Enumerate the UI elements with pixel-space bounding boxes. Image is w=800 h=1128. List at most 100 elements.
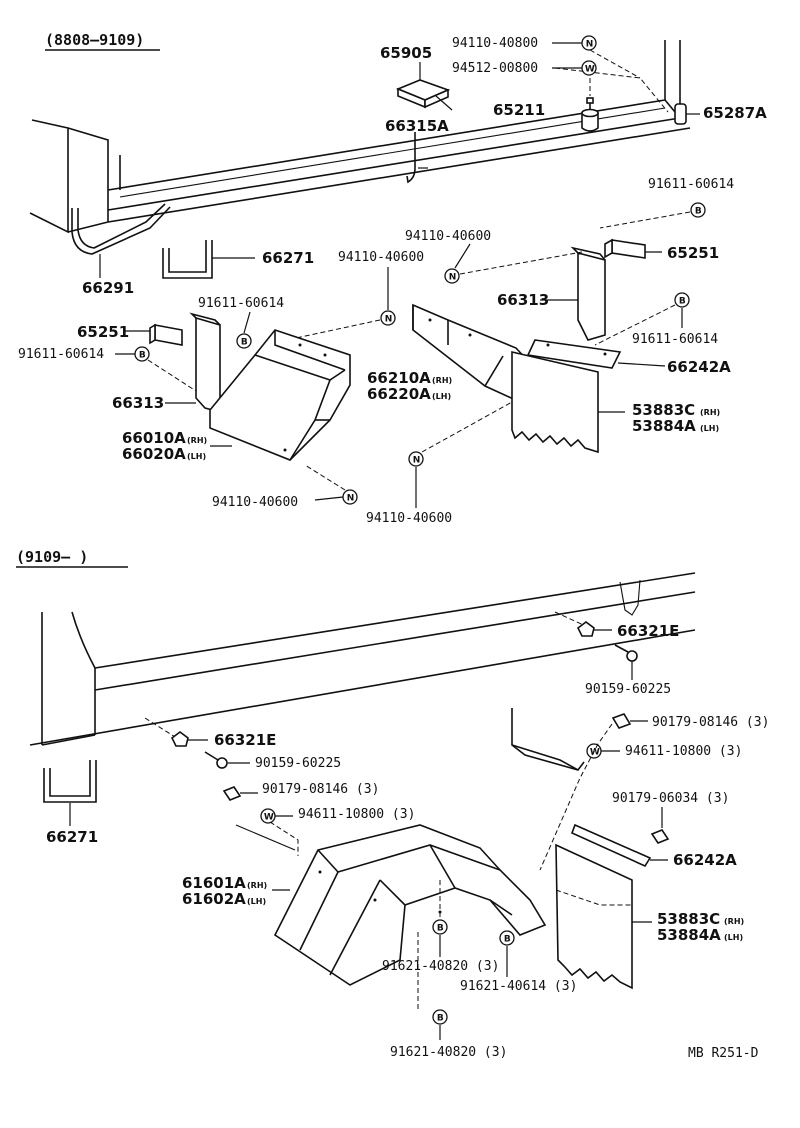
- tag-rh-66010A: (RH): [187, 436, 207, 445]
- part-90179-08146-left: [222, 786, 242, 801]
- tag-lh-66020A: (LH): [187, 452, 206, 461]
- label-91621-40820-a: 91621-40820 (3): [382, 959, 499, 974]
- label-91621-40614: 91621-40614 (3): [460, 979, 577, 994]
- label-65287A: 65287A: [703, 104, 767, 122]
- label-66210A: 66210A: [367, 369, 431, 387]
- fastener-line-stay: [539, 723, 613, 871]
- nut-symbol-94110-40800: [581, 35, 597, 51]
- label-91611-60614-left: 91611-60614: [18, 347, 104, 362]
- part-66271-ubolt-2: [43, 760, 97, 803]
- part-90179-06034: [650, 829, 670, 844]
- label-90159-60225-left: 90159-60225: [255, 756, 341, 771]
- label-66321E-left: 66321E: [214, 731, 276, 749]
- fastener-line-65211: [554, 67, 669, 113]
- washer-symbol-94611-10800-left: [260, 808, 276, 824]
- label-94110-40600-b: 94110-40600: [338, 250, 424, 265]
- part-66291-rod: [71, 203, 171, 255]
- label-90179-08146-right: 90179-08146 (3): [652, 715, 769, 730]
- nut-symbol-94110-40600-a: [444, 268, 460, 284]
- truck-bed-outline: [29, 40, 691, 234]
- label-66220A: 66220A: [367, 385, 431, 403]
- bolt-symbol-91611-60614-top: [690, 202, 706, 218]
- bolt-symbol-91611-60614-b: [236, 333, 252, 349]
- label-66313-right: 66313: [497, 291, 549, 309]
- tag-lh-61602A: (LH): [247, 897, 266, 906]
- label-66242A-bottom: 66242A: [673, 851, 737, 869]
- bolt-symbol-91611-60614-c: [674, 292, 690, 308]
- label-94611-10800-left: 94611-10800 (3): [298, 807, 415, 822]
- part-66010A-fender: [209, 329, 351, 461]
- label-66321E-right: 66321E: [617, 622, 679, 640]
- label-66271-top: 66271: [262, 249, 314, 267]
- part-66321E-right: [576, 621, 595, 637]
- tag-lh-53884A-bottom: (LH): [724, 933, 743, 942]
- label-66010A: 66010A: [122, 429, 186, 447]
- label-90179-08146-left: 90179-08146 (3): [262, 782, 379, 797]
- nut-symbol-94110-40600-d: [408, 451, 424, 467]
- label-91611-60614-b: 91611-60614: [198, 296, 284, 311]
- label-53884A-top: 53884A: [632, 417, 696, 435]
- label-94110-40800: 94110-40800: [452, 36, 538, 51]
- fastener-line-nut-c: [304, 464, 346, 491]
- nut-symbol-94110-40600-c: [342, 489, 358, 505]
- part-53883C-mudflap-top: [511, 350, 599, 454]
- label-66291: 66291: [82, 279, 134, 297]
- label-91611-60614-top: 91611-60614: [648, 177, 734, 192]
- tag-rh-61601A: (RH): [247, 881, 267, 890]
- label-53884A-bottom: 53884A: [657, 926, 721, 944]
- label-66020A: 66020A: [122, 445, 186, 463]
- fastener-line-left-fender: [269, 821, 299, 856]
- part-stay-bracket: [511, 708, 585, 772]
- bolt-symbol-91621-40820-b: [432, 1009, 448, 1025]
- label-66271-bottom: 66271: [46, 828, 98, 846]
- label-53883C-bottom: 53883C: [657, 910, 720, 928]
- fastener-line-bolt-c: [594, 304, 676, 346]
- tag-lh-66220A: (LH): [432, 392, 451, 401]
- part-66315A-hook: [406, 132, 428, 184]
- label-65251-right: 65251: [667, 244, 719, 262]
- part-66313-left: [189, 312, 221, 414]
- truck-bed-outline-2: [29, 572, 696, 746]
- part-66271-ubolt: [162, 240, 255, 279]
- fastener-line-top-bolt: [599, 211, 691, 229]
- part-61601A-fender: [273, 824, 547, 986]
- fastener-line-bolt-left: [147, 359, 211, 401]
- tag-rh-53883C-bottom: (RH): [724, 917, 744, 926]
- label-66313-left: 66313: [112, 394, 164, 412]
- label-53883C-top: 53883C: [632, 401, 695, 419]
- fastener-line-nut-a: [459, 251, 583, 275]
- bolt-symbol-91611-60614-left: [134, 346, 150, 362]
- label-65905: 65905: [380, 44, 432, 62]
- nut-symbol-94110-40600-b: [380, 310, 396, 326]
- part-66313-right: [570, 246, 606, 341]
- tag-rh-66210A: (RH): [432, 376, 452, 385]
- fastener-line-nut-b: [295, 319, 381, 339]
- tag-rh-53883C-top: (RH): [700, 408, 720, 417]
- label-94512-00800: 94512-00800: [452, 61, 538, 76]
- part-66321E-left: [170, 731, 189, 747]
- part-66242A-strip-top: [526, 339, 622, 369]
- section-2-range: (9109– ): [16, 548, 88, 566]
- bolt-symbol-91621-40614: [499, 930, 515, 946]
- fastener-line-nut-d: [421, 401, 513, 453]
- part-66242A-strip-bottom: [570, 823, 652, 868]
- part-90179-08146-right: [611, 713, 632, 729]
- part-53883C-mudflap-bottom: [555, 843, 633, 990]
- part-90159-60225-left: [204, 751, 228, 769]
- part-65251-bracket-right: [604, 238, 646, 259]
- section-1-range: (8808–9109): [45, 31, 144, 49]
- part-65251-bracket-left: [149, 323, 183, 346]
- label-65211: 65211: [493, 101, 545, 119]
- label-91621-40820-b: 91621-40820 (3): [390, 1045, 507, 1060]
- part-65287A-clip: [674, 103, 687, 125]
- label-94611-10800-right: 94611-10800 (3): [625, 744, 742, 759]
- label-61601A: 61601A: [182, 874, 246, 892]
- label-66242A-top: 66242A: [667, 358, 731, 376]
- label-94110-40600-a: 94110-40600: [405, 229, 491, 244]
- bolt-symbol-91621-40820-a: [432, 919, 448, 935]
- label-91611-60614-c: 91611-60614: [632, 332, 718, 347]
- label-61602A: 61602A: [182, 890, 246, 908]
- part-65211-stopper: [581, 97, 599, 132]
- label-66315A: 66315A: [385, 117, 449, 135]
